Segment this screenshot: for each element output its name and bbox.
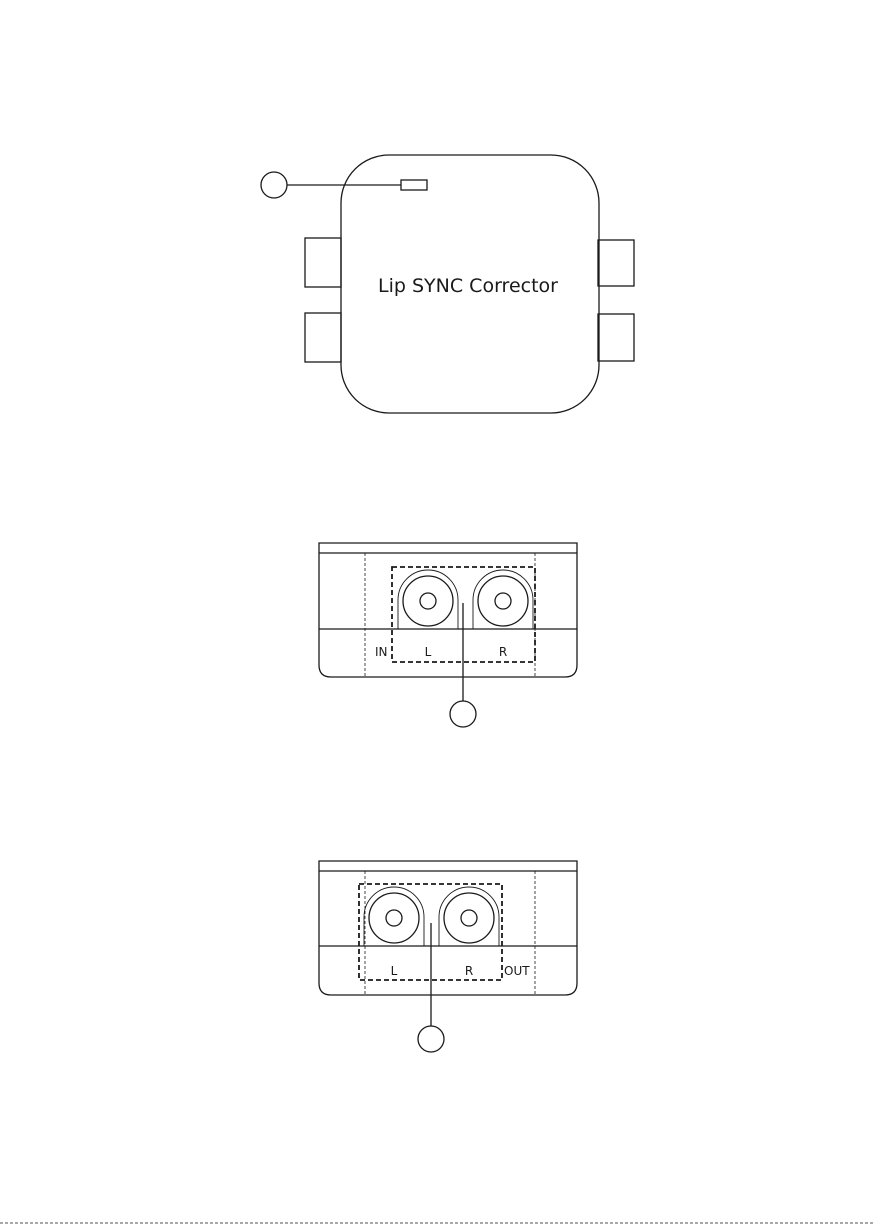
right-connector-upper: [598, 240, 634, 286]
output-rca-left-skirt: [364, 887, 424, 946]
power-led: [401, 180, 427, 190]
output-rca-right-pin: [461, 910, 477, 926]
input-rca-left-ring: [403, 576, 453, 626]
input-rca-right-ring: [478, 576, 528, 626]
output-rca-left-pin: [386, 910, 402, 926]
output-panel: L R OUT: [319, 861, 577, 1052]
output-side-label: OUT: [504, 964, 530, 978]
output-callout-circle: [418, 1026, 444, 1052]
led-callout-circle: [261, 172, 287, 198]
input-panel: IN L R: [319, 543, 577, 727]
input-rca-right-skirt: [473, 570, 533, 629]
output-right-label: R: [465, 964, 473, 978]
output-panel-housing: [319, 861, 577, 995]
output-rca-right-ring: [444, 893, 494, 943]
input-panel-housing: [319, 543, 577, 677]
output-rca-right-skirt: [439, 887, 499, 946]
input-callout-circle: [450, 701, 476, 727]
input-rca-left-skirt: [398, 570, 458, 629]
device-label: Lip SYNC Corrector: [378, 275, 558, 297]
input-rca-right-pin: [495, 593, 511, 609]
input-rca-right[interactable]: [473, 570, 533, 629]
input-side-label: IN: [375, 645, 388, 659]
left-connector-upper: [305, 238, 341, 287]
input-rca-left-pin: [420, 593, 436, 609]
right-connector-lower: [598, 314, 634, 361]
output-rca-left[interactable]: [364, 887, 424, 946]
output-rca-right[interactable]: [439, 887, 499, 946]
output-rca-left-ring: [369, 893, 419, 943]
device-top-view: Lip SYNC Corrector: [261, 155, 634, 413]
left-connector-lower: [305, 313, 341, 362]
input-right-label: R: [499, 645, 507, 659]
input-left-label: L: [425, 645, 432, 659]
output-left-label: L: [391, 964, 398, 978]
input-rca-left[interactable]: [398, 570, 458, 629]
